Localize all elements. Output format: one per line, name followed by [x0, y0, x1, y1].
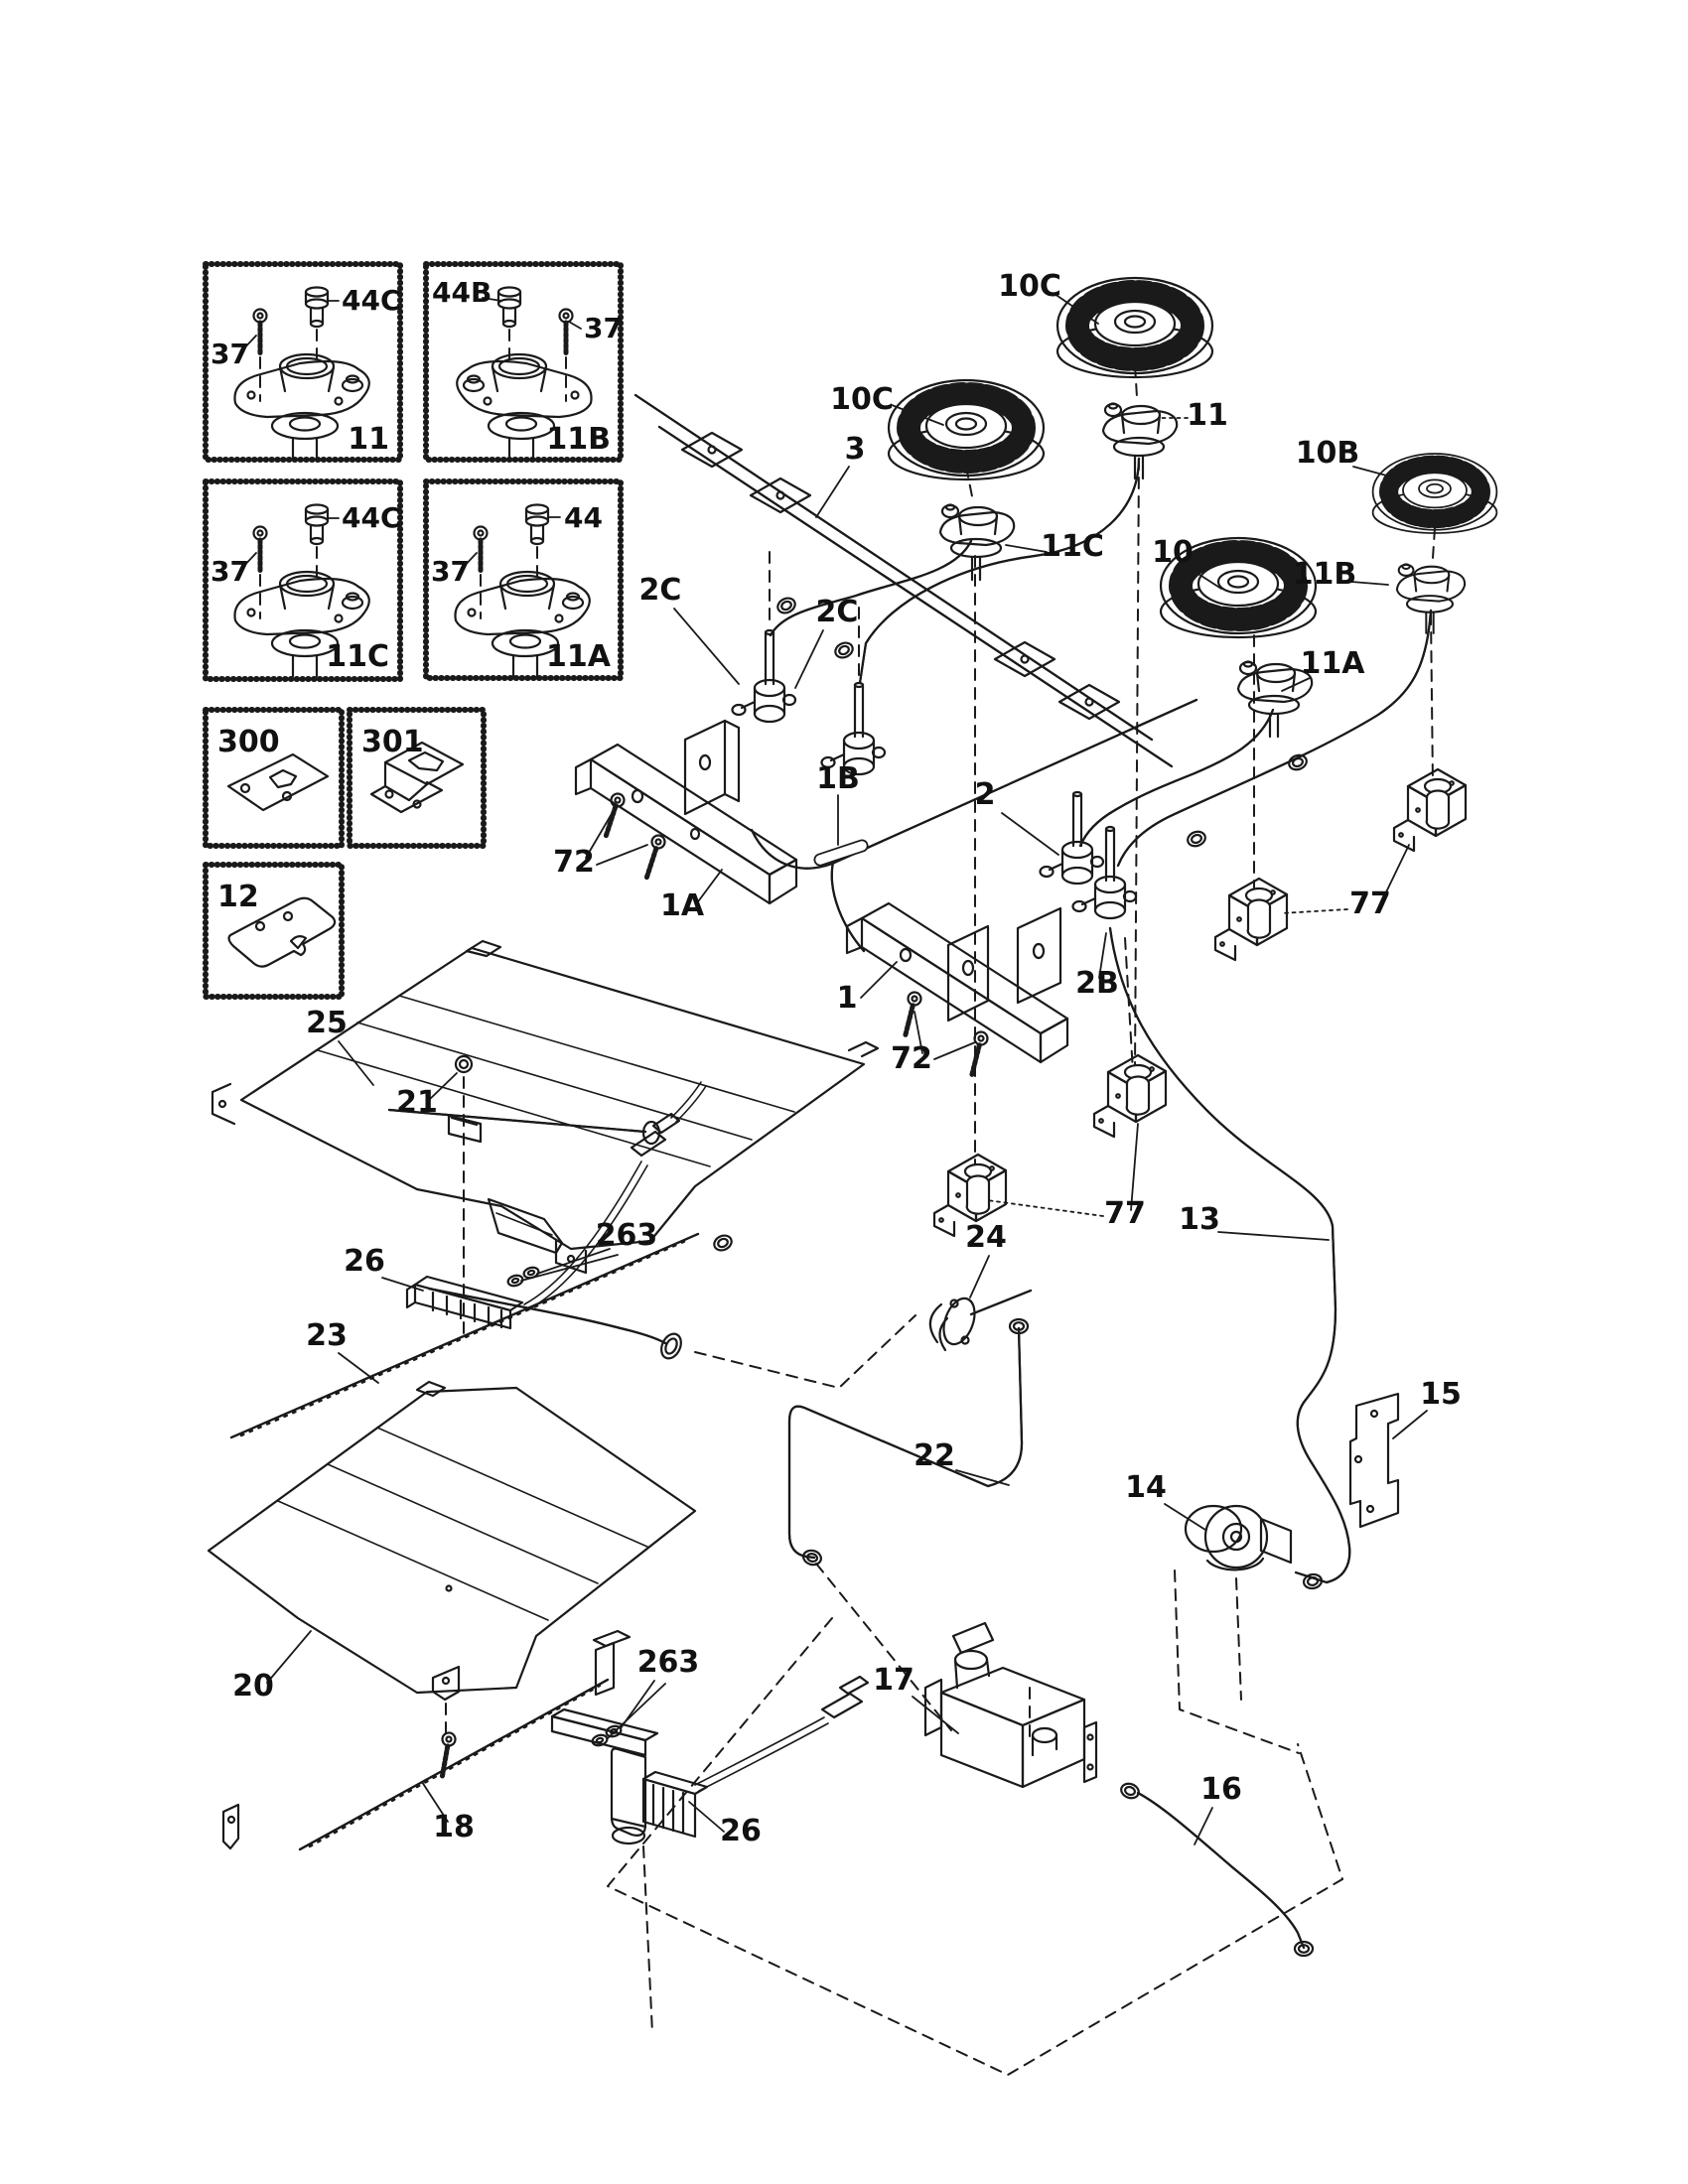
burner-10c-left [889, 380, 1044, 479]
label-21: 21 [396, 1085, 438, 1120]
manifold-mounting-plates [680, 431, 1121, 721]
label-2c-mid: 2C [816, 595, 859, 629]
burner-10c-top [1057, 278, 1212, 377]
label-72-top: 72 [553, 845, 595, 880]
detail-box-12: 12 [203, 862, 345, 1000]
deflector-panel-20 [207, 1380, 697, 1702]
label-14: 14 [1125, 1470, 1167, 1505]
label-box3-44c: 44C [342, 501, 401, 534]
callout-leader-lines [266, 293, 1428, 1845]
part-labels: 10C 10C 11 3 10B 10 11B 11A 11C 2C 2C 1B… [232, 269, 1462, 1848]
oven-burner-supports [221, 1629, 632, 1850]
label-17: 17 [873, 1663, 914, 1698]
label-box1-37: 37 [211, 338, 249, 370]
bracket-15 [1348, 1392, 1400, 1529]
compression-fittings [641, 594, 1325, 1958]
igniter-wire-harness-top [523, 1081, 707, 1309]
label-3: 3 [845, 432, 866, 467]
label-box2-37: 37 [584, 312, 623, 344]
label-11a: 11A [1301, 646, 1366, 681]
label-11: 11 [1187, 398, 1228, 433]
label-box-300: 300 [217, 725, 280, 759]
label-26-bottom: 26 [720, 1814, 762, 1848]
label-263-bottom: 263 [637, 1645, 700, 1680]
holder-11 [1101, 402, 1179, 480]
label-2: 2 [975, 777, 996, 812]
manifold-bar-1a [574, 719, 798, 905]
label-15: 15 [1420, 1377, 1462, 1412]
detail-box-301: 301 [347, 707, 487, 849]
elbow-24 [928, 1297, 976, 1352]
label-24: 24 [965, 1220, 1007, 1255]
detail-box-11b: 44B 37 11B [423, 261, 624, 463]
detail-box-11c: 44C 37 11C [203, 478, 403, 682]
label-box3-11c: 11C [326, 639, 389, 674]
gas-tubing [231, 395, 1431, 1948]
label-10: 10 [1152, 535, 1194, 570]
detail-box-11a: 44 37 11A [423, 478, 624, 681]
label-20: 20 [232, 1669, 274, 1704]
label-box2-44b: 44B [432, 276, 492, 309]
support-brackets-77 [932, 767, 1468, 1238]
label-box1-44c: 44C [342, 284, 401, 317]
label-13: 13 [1179, 1202, 1220, 1237]
label-11c: 11C [1041, 529, 1104, 564]
label-1b: 1B [816, 761, 860, 796]
spark-igniter-26-top [405, 1197, 564, 1330]
label-23: 23 [306, 1318, 348, 1353]
label-77-right: 77 [1349, 887, 1391, 921]
surface-valves [731, 628, 1138, 920]
label-263-top: 263 [596, 1218, 658, 1253]
label-77-bottom: 77 [1104, 1196, 1146, 1231]
label-18: 18 [433, 1810, 475, 1844]
detail-box-11: 44C 37 11 [203, 261, 403, 463]
label-10c-left: 10C [830, 382, 894, 417]
bake-igniter-26-bottom [550, 1675, 870, 1845]
label-box-12: 12 [217, 880, 259, 914]
label-1: 1 [837, 981, 858, 1016]
label-box2-11b: 11B [546, 422, 611, 457]
label-16: 16 [1200, 1772, 1242, 1807]
label-box1-11: 11 [348, 422, 389, 457]
label-2b: 2B [1075, 966, 1119, 1001]
label-2c-left: 2C [639, 573, 682, 608]
valve-2 [1039, 790, 1105, 886]
mounting-screws-72 [599, 792, 988, 1079]
label-10c-top: 10C [998, 269, 1061, 304]
deflector-panel-25 [211, 939, 880, 1275]
label-25: 25 [306, 1006, 348, 1040]
label-11b: 11B [1293, 557, 1357, 592]
pressure-regulator-14 [1184, 1504, 1293, 1571]
label-box3-37: 37 [211, 555, 249, 588]
label-10b: 10B [1296, 436, 1360, 471]
label-26-top: 26 [344, 1244, 385, 1279]
label-22: 22 [914, 1438, 955, 1473]
ground-nut-21 [447, 1054, 483, 1144]
manifold-bar-1 [845, 901, 1069, 1064]
detail-box-300: 300 [203, 707, 345, 849]
label-box4-37: 37 [431, 555, 470, 588]
label-box-301: 301 [361, 725, 424, 759]
burner-10b [1373, 454, 1497, 533]
surface-burner-heads [889, 278, 1496, 637]
label-box4-11a: 11A [546, 639, 612, 674]
label-72-bottom: 72 [891, 1041, 932, 1076]
label-box4-44: 44 [564, 501, 603, 534]
oven-valve-17 [923, 1621, 1098, 1789]
valve-2c-left [731, 628, 797, 724]
label-1a: 1A [660, 888, 705, 923]
